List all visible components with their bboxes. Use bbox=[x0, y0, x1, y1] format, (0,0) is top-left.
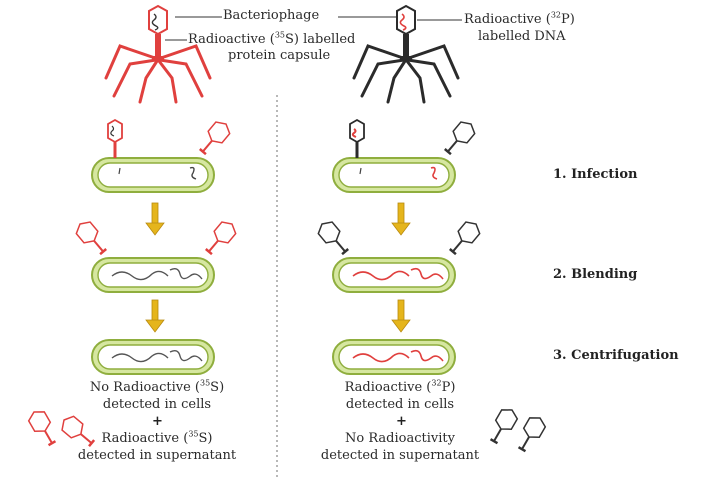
bacteriophage-icon-32p bbox=[352, 4, 460, 104]
bacterial-cell-icon-right-centrifugation bbox=[332, 339, 456, 375]
bacterial-cell-icon-left-centrifugation bbox=[91, 339, 215, 375]
empty-phage-ghost-icon bbox=[512, 412, 550, 455]
right-cells-result-line1: Radioactive (32P) bbox=[344, 378, 456, 395]
p32-dna-label-line2: labelled DNA bbox=[478, 29, 566, 44]
down-arrow-icon bbox=[145, 202, 165, 236]
left-plus-sign: + bbox=[152, 414, 163, 429]
right-supernatant-result-line1: No Radioactivity bbox=[345, 431, 455, 446]
bacterial-cell-icon-left-infection bbox=[91, 157, 215, 193]
empty-phage-ghost-icon bbox=[24, 406, 62, 449]
empty-phage-ghost-icon bbox=[484, 404, 522, 447]
down-arrow-icon bbox=[145, 299, 165, 333]
left-cells-result-line2: detected in cells bbox=[102, 397, 212, 412]
right-supernatant-result-line2: detected in supernatant bbox=[320, 448, 480, 463]
bacterial-cell-icon-right-infection bbox=[332, 157, 456, 193]
left-supernatant-result-line1: Radioactive (35S) bbox=[101, 429, 213, 446]
s35-protein-label-line2: protein capsule bbox=[228, 48, 331, 63]
s35-protein-label-line1: Radioactive (35S) labelled bbox=[188, 30, 356, 47]
step-blending-label: 2. Blending bbox=[553, 267, 638, 282]
bacteriophage-icon-35s bbox=[104, 4, 212, 104]
step-infection-label: 1. Infection bbox=[553, 167, 638, 182]
down-arrow-icon bbox=[391, 299, 411, 333]
right-plus-sign: + bbox=[396, 414, 407, 429]
left-supernatant-result-line2: detected in supernatant bbox=[77, 448, 237, 463]
bacterial-cell-icon-left-blending bbox=[91, 257, 215, 293]
p32-dna-label-line1: Radioactive (32P) bbox=[464, 10, 575, 27]
bacteriophage-label: Bacteriophage bbox=[223, 8, 320, 23]
right-cells-result-line2: detected in cells bbox=[345, 397, 455, 412]
bacterial-cell-icon-right-blending bbox=[332, 257, 456, 293]
step-centrifugation-label: 3. Centrifugation bbox=[553, 348, 679, 363]
left-cells-result-line1: No Radioactive (35S) bbox=[89, 378, 225, 395]
down-arrow-icon bbox=[391, 202, 411, 236]
